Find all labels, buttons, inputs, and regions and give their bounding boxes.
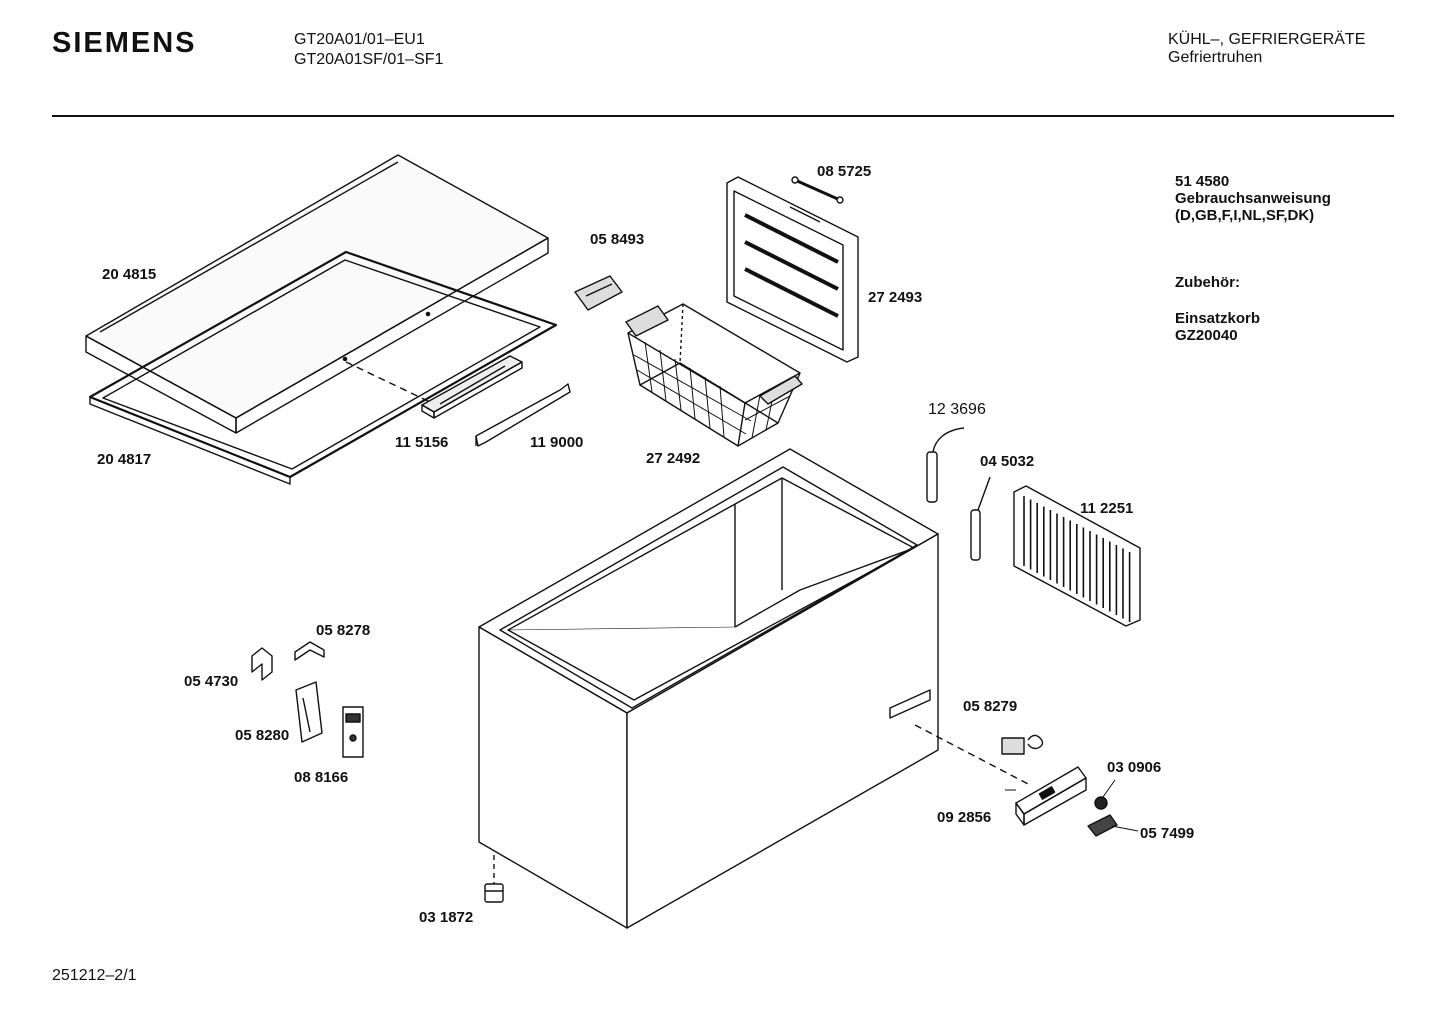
bracket-cap-part[interactable] <box>294 641 325 661</box>
part-label-sensor: 12 3696 <box>928 401 986 418</box>
brand-logo: SIEMENS <box>52 27 197 59</box>
accessory-name: Einsatzkorb <box>1175 310 1261 327</box>
handle-cover-part[interactable] <box>475 383 571 447</box>
part-label-thermostat: 05 8279 <box>963 698 1018 715</box>
part-label-hinge: 08 8166 <box>294 769 349 786</box>
manual-number: 51 4580 <box>1175 173 1230 190</box>
hinge-hardware-part[interactable] <box>342 706 364 758</box>
part-label-basket: 27 2492 <box>646 450 701 467</box>
foot-part[interactable] <box>484 855 504 903</box>
hinge-cover-part[interactable] <box>574 275 623 311</box>
manual-languages: (D,GB,F,I,NL,SF,DK) <box>1175 207 1315 224</box>
divider-grille-part[interactable] <box>726 176 859 363</box>
part-label-hinge-plate: 05 8280 <box>235 727 290 744</box>
part-label-hinge-cover: 05 8493 <box>590 231 645 248</box>
lid-part[interactable] <box>85 154 549 434</box>
accessory-code: GZ20040 <box>1175 327 1238 344</box>
part-label-handle-cover: 11 9000 <box>530 434 584 451</box>
part-label-divider-pin: 08 5725 <box>817 163 872 180</box>
drawing-code: 251212–2/1 <box>52 967 137 984</box>
control-panel-part[interactable] <box>1015 766 1087 826</box>
chest-body <box>478 448 939 929</box>
part-label-foot: 03 1872 <box>419 909 474 926</box>
part-label-divider-grille: 27 2493 <box>868 289 923 306</box>
part-label-lid: 20 4815 <box>102 266 157 283</box>
subcategory-title: Gefriertruhen <box>1168 49 1263 66</box>
back-grille-part[interactable] <box>1013 485 1141 627</box>
basket-part[interactable] <box>625 303 803 447</box>
lid-gasket-part[interactable] <box>88 250 558 485</box>
part-label-clip: 05 4730 <box>184 673 239 690</box>
part-label-bracket-cap: 05 8278 <box>316 622 371 639</box>
model-number-1: GT20A01/01–EU1 <box>294 31 425 48</box>
filter-drier-part[interactable] <box>970 476 991 561</box>
lamp-part[interactable] <box>1087 814 1118 837</box>
part-label-back-grille: 11 2251 <box>1080 500 1134 517</box>
manual-title: Gebrauchsanweisung <box>1175 190 1331 207</box>
part-label-handle: 11 5156 <box>395 434 449 451</box>
sensor-part[interactable] <box>926 427 965 503</box>
header-divider <box>52 115 1394 117</box>
hinge-plate-part[interactable] <box>295 681 323 743</box>
clip-part[interactable] <box>251 647 273 681</box>
part-label-control-panel: 09 2856 <box>937 809 992 826</box>
divider-pin-part[interactable] <box>791 176 844 204</box>
category-title: KÜHL–, GEFRIERGERÄTE <box>1168 31 1366 48</box>
knob-part[interactable] <box>1094 796 1108 810</box>
model-number-2: GT20A01SF/01–SF1 <box>294 51 444 68</box>
part-label-knob: 03 0906 <box>1107 759 1162 776</box>
handle-part[interactable] <box>421 355 523 419</box>
part-label-lid-gasket: 20 4817 <box>97 451 152 468</box>
accessories-heading: Zubehör: <box>1175 274 1240 291</box>
part-label-lamp: 05 7499 <box>1140 825 1195 842</box>
part-label-filter-drier: 04 5032 <box>980 453 1035 470</box>
thermostat-part[interactable] <box>1001 734 1044 755</box>
